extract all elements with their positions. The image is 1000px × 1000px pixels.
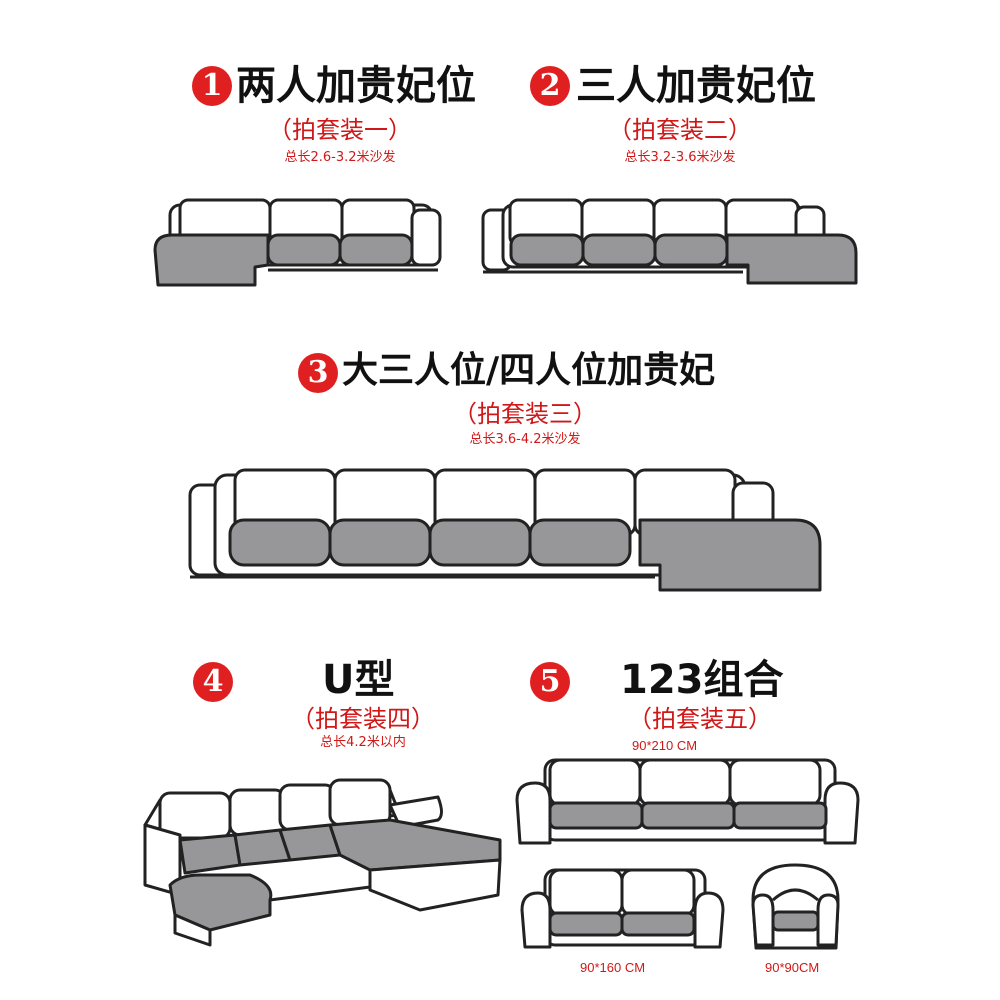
option-1-title: 两人加贵妃位: [236, 63, 476, 109]
number-badge-2: 2: [530, 66, 570, 106]
option-3-length: 总长3.6-4.2米沙发: [469, 432, 581, 447]
option-1-length: 总长2.6-3.2米沙发: [284, 150, 396, 165]
number-badge-3: 3: [298, 353, 338, 393]
size-label-single-seat: 90*90CM: [765, 960, 820, 975]
option-1-package: （拍套装一）: [268, 116, 412, 144]
option-3-title: 大三人位/四人位加贵妃: [342, 350, 716, 391]
sofa-two-seat-chaise: [153, 198, 442, 287]
option-2-package: （拍套装二）: [608, 116, 752, 144]
option-3-package: （拍套装三）: [453, 400, 597, 428]
number-badge-1: 1: [192, 66, 232, 106]
option-2-length: 总长3.2-3.6米沙发: [624, 150, 736, 165]
sofa-u-shape: [143, 778, 502, 947]
sofa-two-seat: [520, 868, 725, 949]
number-badge-4: 4: [193, 662, 233, 702]
size-label-three-seat: 90*210 CM: [632, 738, 698, 753]
sofa-single-tub-chair: [751, 863, 840, 950]
option-4-package: （拍套装四）: [291, 705, 435, 733]
option-5-package: （拍套装五）: [628, 705, 772, 733]
sofa-three-seat-chaise: [481, 198, 858, 285]
number-badge-5: 5: [530, 662, 570, 702]
sofa-three-seat: [515, 758, 860, 845]
option-2-title: 三人加贵妃位: [576, 63, 816, 109]
sofa-four-seat-chaise: [188, 468, 822, 592]
size-label-two-seat: 90*160 CM: [580, 960, 646, 975]
option-5-title: 123组合: [620, 657, 784, 703]
option-4-title: U型: [322, 657, 395, 703]
option-4-length: 总长4.2米以内: [320, 735, 406, 750]
